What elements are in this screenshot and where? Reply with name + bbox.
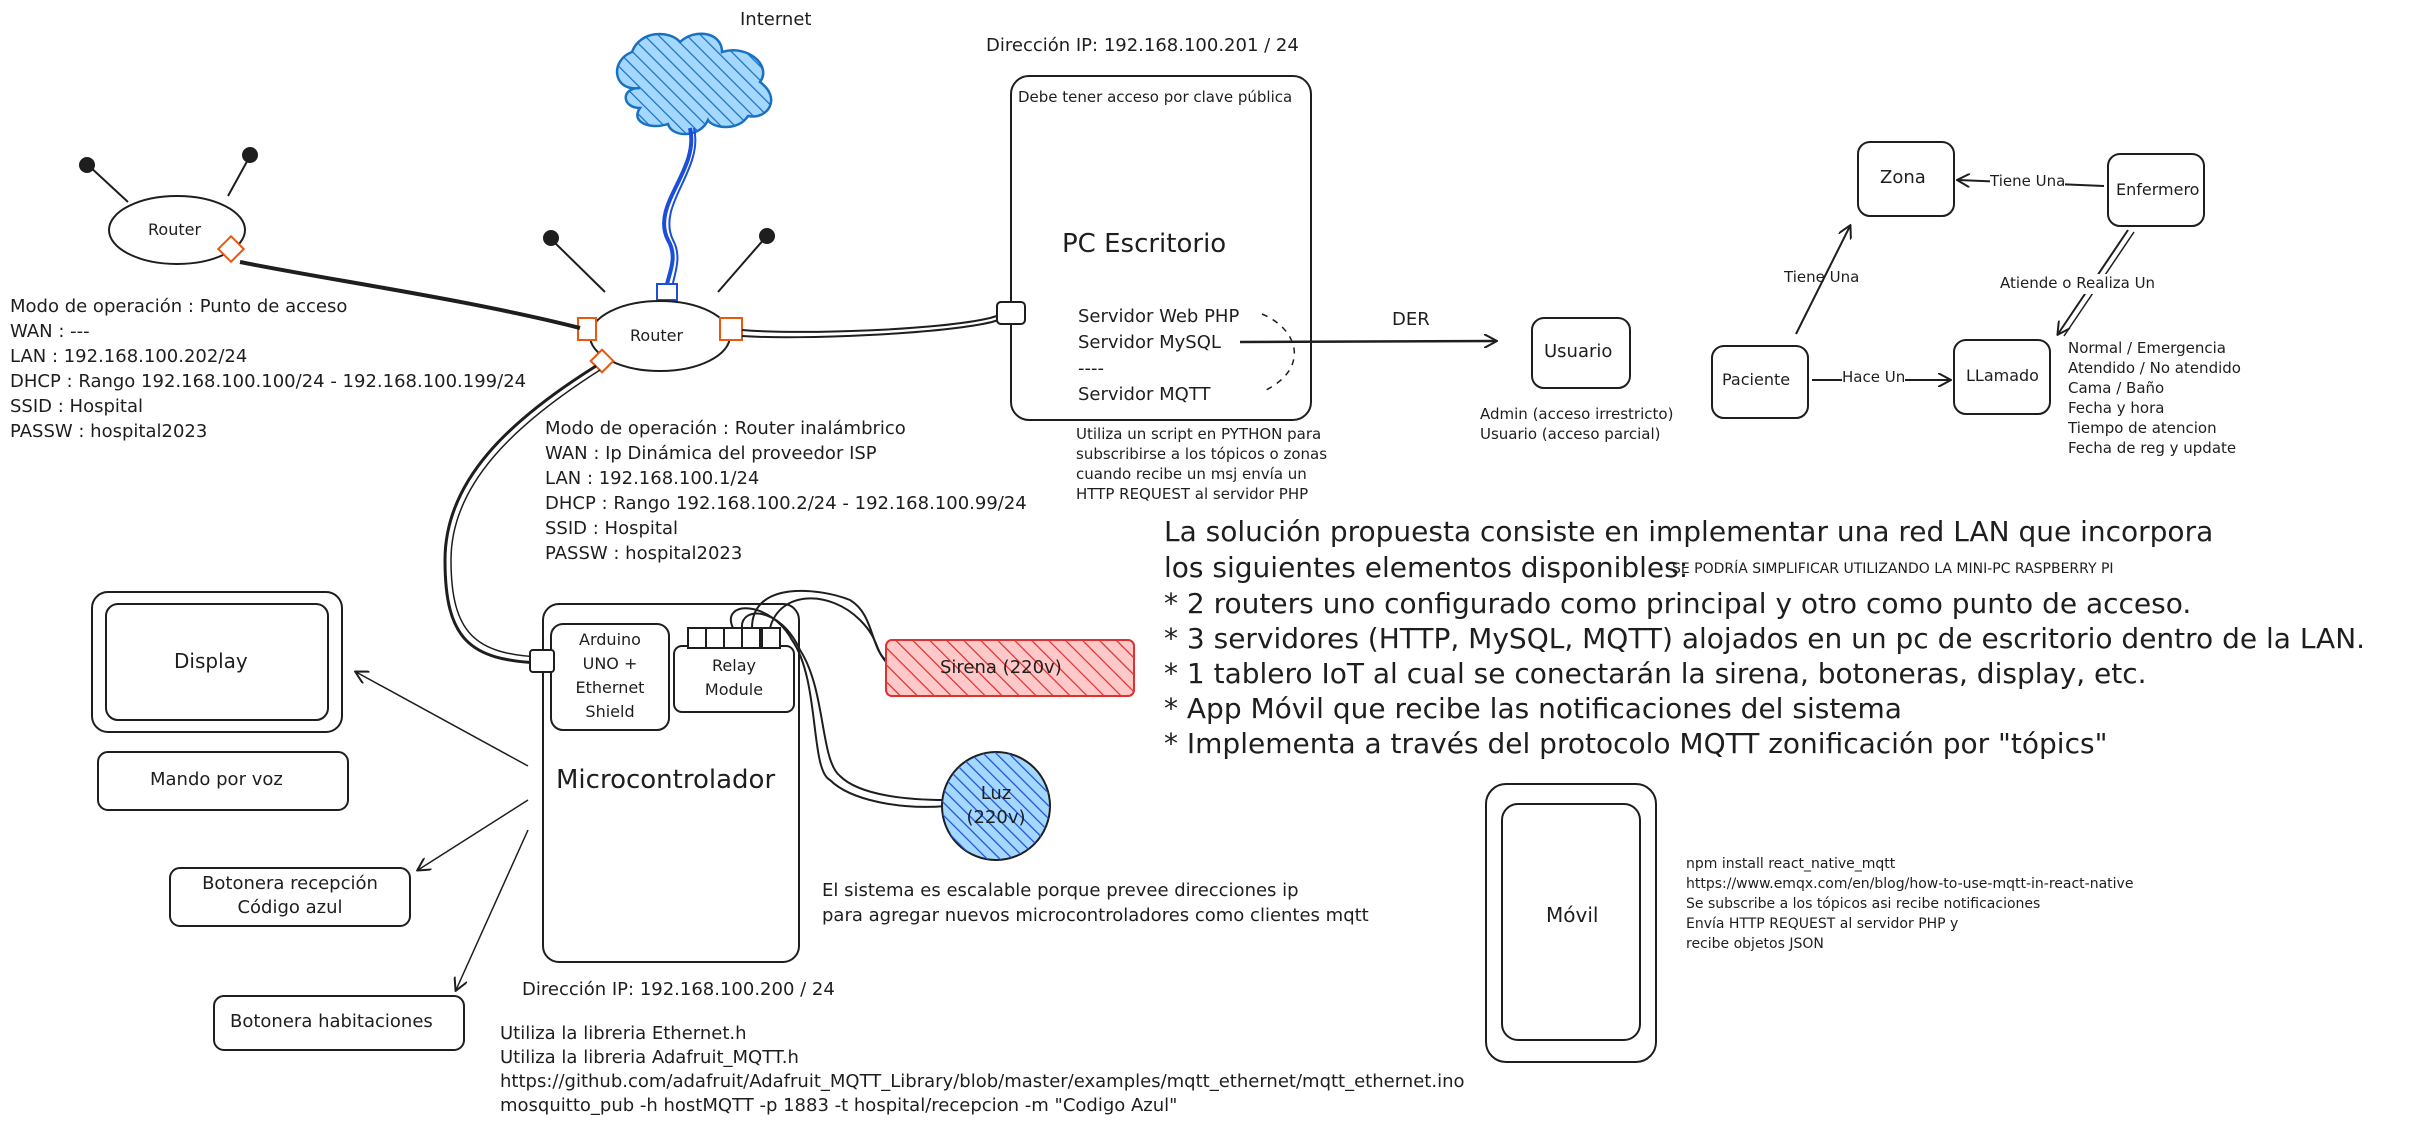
enfermero-label: Enfermero — [2116, 180, 2200, 199]
botonera-recepcion-box — [169, 867, 411, 927]
movil-label: Móvil — [1546, 903, 1599, 927]
llamado-box — [1953, 339, 2051, 415]
proposal-line2: los siguientes elementos disponibles: — [1164, 551, 1689, 584]
internet-label: Internet — [740, 9, 812, 30]
proposal-note: SE PODRÍA SIMPLIFICAR UTILIZANDO LA MINI… — [1672, 561, 2114, 577]
paciente-label: Paciente — [1722, 370, 1791, 389]
cable-ap-main — [239, 260, 581, 330]
internet-cable — [662, 127, 694, 293]
llamado-label: LLamado — [1966, 366, 2039, 385]
rel-atiende-label: Atiende o Realiza Un — [2000, 274, 2156, 294]
display-label: Display — [174, 649, 248, 673]
rel-paciente-zona — [1795, 226, 1850, 335]
usuario-label: Usuario — [1544, 341, 1613, 362]
rel-tiene-una-label-1: Tiene Una — [1990, 172, 2066, 192]
botonera-habitaciones-box — [213, 995, 465, 1051]
arduino-label: Arduino UNO + Ethernet Shield — [575, 630, 645, 721]
scalable-note: El sistema es escalable porque prevee di… — [822, 880, 1369, 926]
router-ap-config: Modo de operación : Punto de acceso WAN … — [10, 296, 527, 442]
enfermero-box — [2107, 153, 2205, 227]
micro-ip: Dirección IP: 192.168.100.200 / 24 — [522, 979, 835, 1000]
pc-dashed-link — [1261, 313, 1295, 393]
proposal-bullets: * 2 routers uno configurado como princip… — [1164, 587, 2366, 760]
voice-box — [97, 751, 349, 811]
router-main-icon — [543, 228, 775, 374]
zona-label: Zona — [1880, 167, 1926, 188]
usuario-roles: Admin (acceso irrestricto) Usuario (acce… — [1480, 405, 1674, 443]
luz-label: Luz (220v) — [966, 783, 1026, 828]
cable-main-pc — [741, 305, 1011, 333]
botonera-recepcion-label: Botonera recepción Código azul — [202, 873, 378, 918]
der-arrow — [1239, 341, 1496, 342]
micro-libs: Utiliza la libreria Ethernet.h Utiliza l… — [500, 1023, 1465, 1116]
internet-port-icon — [656, 283, 678, 301]
arduino-box — [550, 623, 670, 731]
voice-label: Mando por voz — [150, 769, 283, 790]
relay-terminals-icon — [687, 627, 781, 649]
der-label: DER — [1392, 309, 1430, 330]
sirena-label: Sirena (220v) — [940, 657, 1062, 678]
paciente-box — [1711, 345, 1809, 419]
relay-label: Relay Module — [704, 656, 764, 699]
llamado-attrs: Normal / Emergencia Atendido / No atendi… — [2068, 339, 2241, 457]
pc-box — [1010, 75, 1312, 421]
micro-title: Microcontrolador — [556, 765, 776, 795]
usuario-box — [1531, 317, 1631, 389]
rel-hace-un-label: Hace Un — [1842, 368, 1906, 388]
router-ap-label: Router — [148, 220, 202, 239]
proposal-line1: La solución propuesta consiste en implem… — [1164, 515, 2214, 548]
router-main-config: Modo de operación : Router inalámbrico W… — [545, 418, 1027, 564]
internet-cloud-icon — [615, 32, 773, 136]
router-ap-icon — [79, 147, 258, 265]
pc-title: PC Escritorio — [1062, 229, 1227, 259]
pc-services: Servidor Web PHP Servidor MySQL ---- Ser… — [1078, 306, 1240, 405]
micro-eth-port — [529, 649, 555, 673]
zona-box — [1857, 141, 1955, 217]
pc-ip: Dirección IP: 192.168.100.201 / 24 — [986, 35, 1299, 56]
cable-main-micro — [443, 364, 597, 665]
pc-script-note: Utiliza un script en PYTHON para subscri… — [1076, 425, 1328, 503]
pc-note: Debe tener acceso por clave pública — [1018, 88, 1293, 106]
botonera-habitaciones-label: Botonera habitaciones — [230, 1011, 433, 1032]
movil-notes: npm install react_native_mqtt https://ww… — [1686, 856, 2134, 952]
movil-inner — [1501, 803, 1641, 1041]
display-inner — [105, 603, 329, 721]
router-main-label: Router — [630, 326, 684, 345]
rel-tiene-una-label-2: Tiene Una — [1784, 268, 1860, 286]
